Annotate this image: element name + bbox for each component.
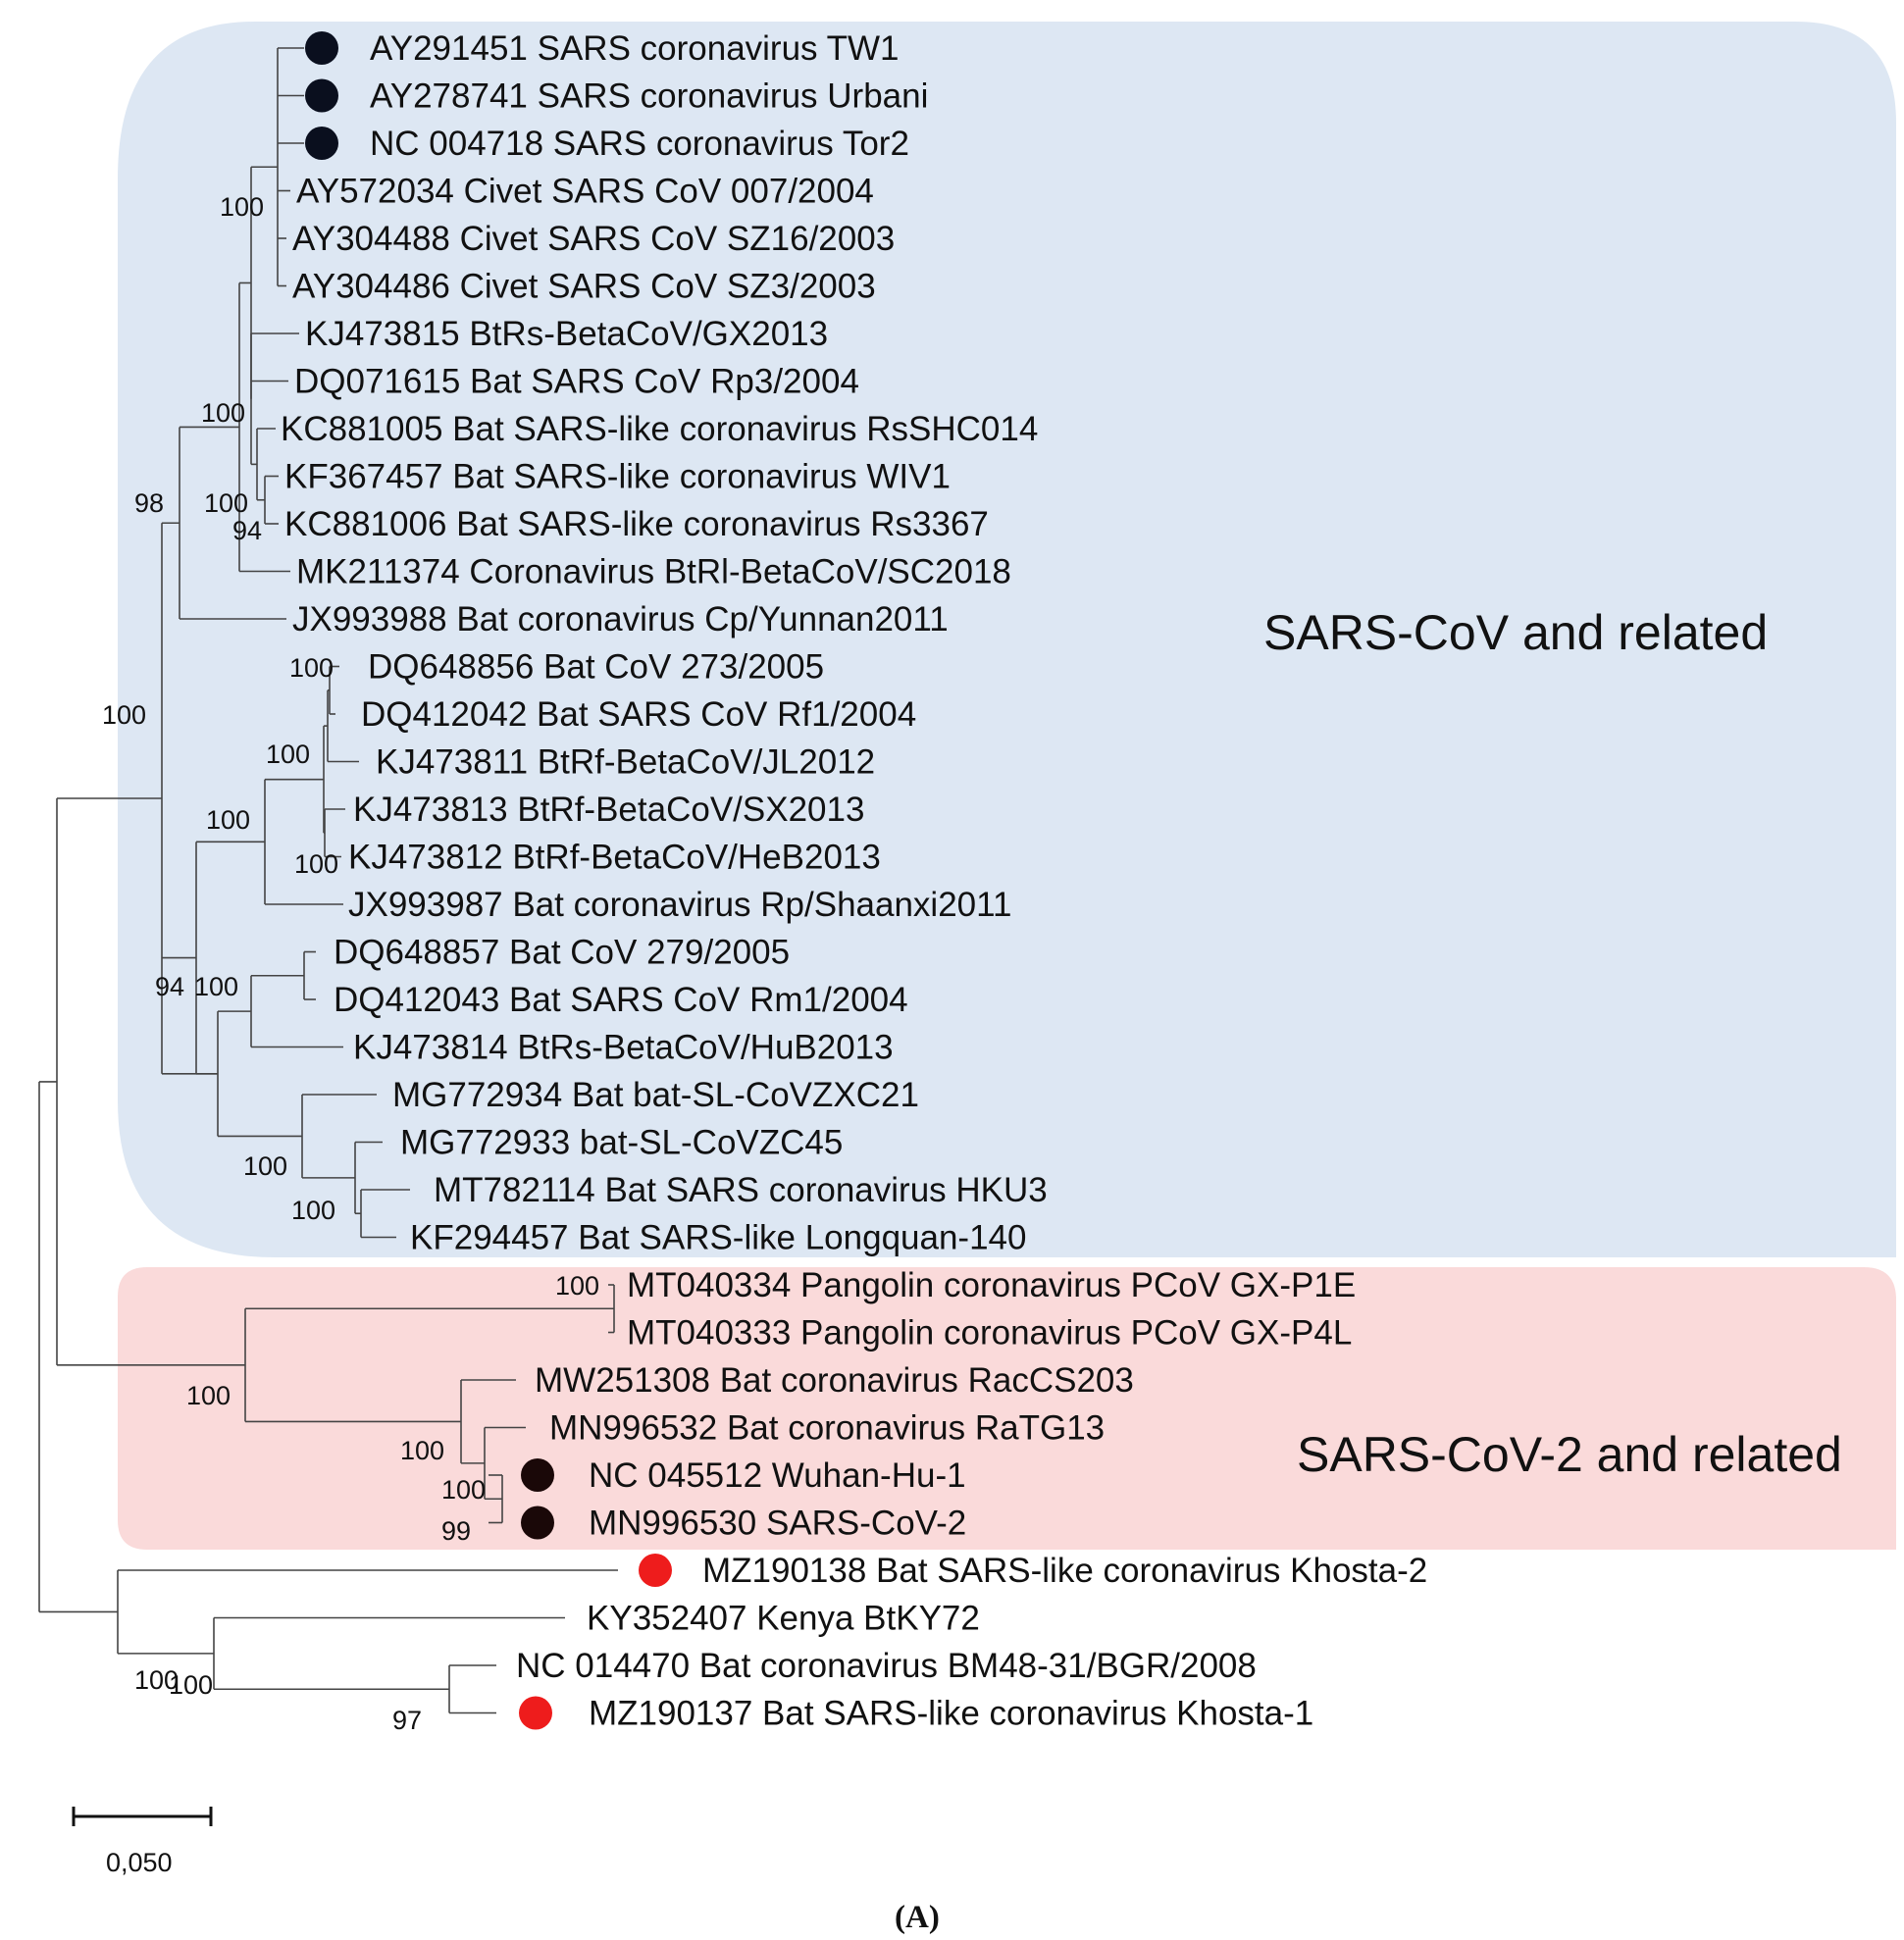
leaf-label: DQ648856 Bat CoV 273/2005 [368, 648, 824, 687]
bootstrap-value: 100 [186, 1381, 231, 1410]
sars-cov2-clade-label: SARS-CoV-2 and related [1297, 1427, 1842, 1482]
leaf-label: KY352407 Kenya BtKY72 [587, 1600, 980, 1638]
bootstrap-value: 100 [134, 1665, 179, 1695]
leaf-label: KC881006 Bat SARS-like coronavirus Rs336… [284, 505, 989, 543]
leaf-label: MN996532 Bat coronavirus RaTG13 [549, 1409, 1105, 1448]
sars-cov-clade-label: SARS-CoV and related [1263, 605, 1768, 660]
bootstrap-value: 100 [441, 1475, 486, 1505]
leaf-label: KC881005 Bat SARS-like coronavirus RsSHC… [281, 410, 1038, 448]
leaf-label: MT782114 Bat SARS coronavirus HKU3 [434, 1171, 1048, 1209]
leaf-label: MZ190137 Bat SARS-like coronavirus Khost… [589, 1695, 1313, 1733]
sars-cov2-clade-region [118, 1267, 1896, 1550]
human-leaf-marker [305, 78, 338, 113]
leaf-label: DQ412042 Bat SARS CoV Rf1/2004 [361, 695, 916, 734]
leaf-label: MN996530 SARS-CoV-2 [589, 1505, 966, 1543]
leaf-label: MT040334 Pangolin coronavirus PCoV GX-P1… [627, 1266, 1356, 1304]
khosta-leaf-marker [519, 1696, 552, 1730]
leaf-label: KJ473812 BtRf-BetaCoV/HeB2013 [348, 839, 881, 877]
khosta-leaf-marker [639, 1554, 672, 1587]
leaf-label: JX993988 Bat coronavirus Cp/Yunnan2011 [292, 600, 949, 638]
leaf-label: NC 045512 Wuhan-Hu-1 [589, 1456, 966, 1495]
sars2-leaf-marker [521, 1506, 554, 1540]
bootstrap-value: 100 [400, 1436, 444, 1465]
leaf-label: AY278741 SARS coronavirus Urbani [370, 77, 928, 116]
leaf-label: KF367457 Bat SARS-like coronavirus WIV1 [284, 458, 951, 496]
bootstrap-value: 100 [266, 740, 310, 769]
bootstrap-value: 100 [204, 488, 248, 518]
bootstrap-value: 100 [206, 805, 250, 835]
bootstrap-value: 100 [102, 700, 146, 730]
bootstrap-value: 100 [194, 972, 238, 1001]
bootstrap-value: 94 [155, 972, 184, 1001]
leaf-label: NC 014470 Bat coronavirus BM48-31/BGR/20… [516, 1647, 1257, 1685]
leaf-label: MW251308 Bat coronavirus RacCS203 [535, 1361, 1134, 1400]
panel-label: (A) [895, 1900, 940, 1935]
human-leaf-marker [305, 31, 338, 65]
leaf-label: JX993987 Bat coronavirus Rp/Shaanxi2011 [348, 886, 1011, 924]
leaf-label: KJ473813 BtRf-BetaCoV/SX2013 [353, 791, 864, 829]
leaf-label: DQ071615 Bat SARS CoV Rp3/2004 [294, 363, 859, 401]
leaf-label: MK211374 Coronavirus BtRl-BetaCoV/SC2018 [296, 553, 1011, 591]
bootstrap-value: 100 [220, 192, 264, 222]
bootstrap-value: 100 [201, 398, 245, 428]
leaf-label: MG772934 Bat bat-SL-CoVZXC21 [392, 1076, 919, 1114]
bootstrap-value: 94 [232, 516, 262, 545]
leaf-label: MG772933 bat-SL-CoVZC45 [400, 1124, 843, 1162]
leaf-label: DQ648857 Bat CoV 279/2005 [334, 934, 790, 972]
bootstrap-value: 100 [291, 1196, 335, 1225]
bootstrap-value: 98 [134, 488, 164, 518]
leaf-label: KJ473811 BtRf-BetaCoV/JL2012 [376, 743, 875, 782]
leaf-markers [305, 31, 672, 1730]
bootstrap-value: 100 [294, 849, 338, 879]
bootstrap-value: 99 [441, 1516, 471, 1546]
leaf-label: AY572034 Civet SARS CoV 007/2004 [296, 173, 874, 211]
human-leaf-marker [305, 127, 338, 160]
sars-cov-clade-region [118, 22, 1896, 1257]
leaf-label: AY304488 Civet SARS CoV SZ16/2003 [292, 220, 895, 258]
leaf-label: DQ412043 Bat SARS CoV Rm1/2004 [334, 981, 908, 1019]
bootstrap-value: 100 [289, 653, 334, 683]
leaf-label: KF294457 Bat SARS-like Longquan-140 [410, 1219, 1026, 1257]
leaf-label: KJ473814 BtRs-BetaCoV/HuB2013 [353, 1029, 894, 1067]
leaf-label: AY291451 SARS coronavirus TW1 [370, 29, 900, 68]
scale-bar-label: 0,050 [106, 1848, 173, 1877]
leaf-label: MZ190138 Bat SARS-like coronavirus Khost… [702, 1552, 1427, 1590]
leaf-label: AY304486 Civet SARS CoV SZ3/2003 [292, 268, 876, 306]
bootstrap-value: 97 [392, 1706, 422, 1735]
tree-branches [38, 47, 618, 1714]
leaf-label: NC 004718 SARS coronavirus Tor2 [370, 125, 909, 163]
sars2-leaf-marker [521, 1458, 554, 1492]
leaf-label: MT040333 Pangolin coronavirus PCoV GX-P4… [627, 1314, 1352, 1353]
bootstrap-value: 100 [169, 1670, 213, 1700]
leaf-label: KJ473815 BtRs-BetaCoV/GX2013 [305, 315, 828, 353]
bootstrap-value: 100 [243, 1151, 287, 1181]
bootstrap-value: 100 [555, 1271, 599, 1301]
